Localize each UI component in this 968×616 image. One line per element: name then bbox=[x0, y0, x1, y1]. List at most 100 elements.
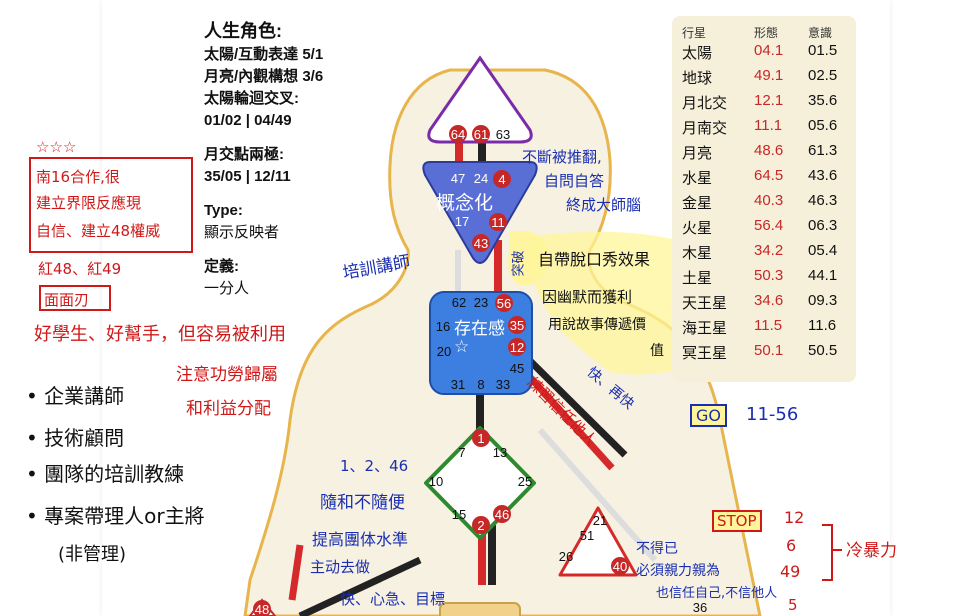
design-gate: 34.6 bbox=[754, 292, 784, 309]
note-stop: STOP bbox=[712, 510, 762, 532]
gate-4: 4 bbox=[498, 172, 505, 187]
note-red48: 紅48、紅49 bbox=[38, 260, 122, 278]
note-release3: 用說故事傳遞價 bbox=[548, 317, 646, 333]
note-must2: 必須親力親為 bbox=[636, 563, 720, 579]
personality-gate: 43.6 bbox=[808, 167, 838, 184]
note-box bbox=[29, 157, 193, 253]
note-g146: 1、2、46 bbox=[340, 457, 409, 475]
design-gate: 50.3 bbox=[754, 267, 784, 284]
planet-name: 月北交 bbox=[682, 95, 728, 112]
planet-name: 木星 bbox=[682, 245, 713, 262]
note-attention1: 注意功勞歸屬 bbox=[176, 365, 278, 385]
cross-value: 01/02 | 04/49 bbox=[204, 112, 292, 129]
note-release2: 因幽默而獲利 bbox=[542, 288, 633, 306]
personality-gate: 01.5 bbox=[808, 42, 838, 59]
gate-24: 24 bbox=[474, 171, 488, 186]
gate-20: 20 bbox=[437, 344, 451, 359]
gate-2: 2 bbox=[477, 518, 484, 533]
planet-name: 海王星 bbox=[682, 320, 728, 337]
note-release1: 自帶脫口秀效果 bbox=[538, 250, 651, 269]
nodes-value: 35/05 | 12/11 bbox=[204, 168, 291, 185]
note-overturn2: 自問自答 bbox=[544, 172, 605, 190]
list-item-4: • 專案帶理人or主將 bbox=[26, 504, 205, 528]
note-cold: 冷暴力 bbox=[846, 541, 897, 561]
note-fast-goal: 快、心急、目標 bbox=[340, 590, 446, 608]
planet-row: 月亮 48.6 61.3 bbox=[682, 142, 852, 166]
note-go: GO bbox=[690, 404, 727, 427]
header-planet: 行星 bbox=[682, 26, 707, 40]
gate-48: 48 bbox=[255, 602, 269, 616]
note-must1: 不得已 bbox=[636, 541, 678, 557]
profile-info: 人生角色: 太陽/互動表達 5/1 月亮/內觀構想 3/6 太陽輪迴交叉: 01… bbox=[204, 20, 323, 300]
highlight-blob-large bbox=[530, 231, 683, 375]
planet-name: 月亮 bbox=[682, 145, 713, 162]
gate-10: 10 bbox=[429, 474, 443, 489]
type-title: Type: bbox=[204, 202, 243, 219]
note-stop-49: 49 bbox=[780, 562, 801, 581]
gate-12: 12 bbox=[510, 340, 524, 355]
design-gate: 48.6 bbox=[754, 142, 784, 159]
personality-gate: 05.6 bbox=[808, 117, 838, 134]
gate-13: 13 bbox=[493, 445, 507, 460]
gate-35: 35 bbox=[510, 318, 524, 333]
planet-name: 月南交 bbox=[682, 120, 728, 137]
note-overturn3: 終成大師腦 bbox=[566, 196, 642, 214]
gate-36: 36 bbox=[693, 600, 707, 615]
cross-title: 太陽輪迴交叉: bbox=[204, 90, 299, 107]
note-proactive: 主动去做 bbox=[310, 558, 371, 576]
gate-47: 47 bbox=[451, 171, 465, 186]
list-item-2: • 技術顧問 bbox=[26, 426, 125, 450]
personality-gate: 05.4 bbox=[808, 242, 838, 259]
definition-value: 一分人 bbox=[204, 280, 250, 297]
header-design: 形態 bbox=[754, 26, 779, 40]
planet-name: 金星 bbox=[682, 195, 713, 212]
design-gate: 12.1 bbox=[754, 92, 784, 109]
gate-31: 31 bbox=[451, 377, 465, 392]
design-gate: 34.2 bbox=[754, 242, 784, 259]
personality-gate: 61.3 bbox=[808, 142, 838, 159]
throat-center bbox=[429, 291, 533, 395]
note-good-student: 好學生、好幫手，但容易被利用 bbox=[34, 324, 286, 345]
note-box-line2: 建立界限反應現 bbox=[36, 194, 142, 212]
note-attention2: 和利益分配 bbox=[186, 399, 271, 419]
gate-11: 11 bbox=[491, 215, 505, 230]
planet-name: 天王星 bbox=[682, 295, 728, 312]
gate-40: 40 bbox=[613, 559, 627, 574]
personality-gate: 35.6 bbox=[808, 92, 838, 109]
note-box-line1: 南16合作,很 bbox=[36, 168, 120, 186]
gate-46: 46 bbox=[495, 507, 509, 522]
note-follow: 隨和不隨便 bbox=[320, 493, 405, 513]
nodes-title: 月交點兩極: bbox=[204, 146, 284, 163]
note-sideways: 突破 bbox=[511, 250, 527, 277]
lower-center bbox=[439, 602, 521, 616]
gate-25: 25 bbox=[518, 474, 532, 489]
note-stars: ☆☆☆ bbox=[36, 138, 77, 156]
note-go-gate: 11-56 bbox=[746, 404, 799, 425]
gate-33: 33 bbox=[496, 377, 510, 392]
moon-line: 月亮/內觀構想 3/6 bbox=[204, 68, 324, 85]
note-stop-12: 12 bbox=[784, 508, 805, 527]
gate-62: 62 bbox=[452, 295, 466, 310]
note-presence: 存在感☆ bbox=[454, 319, 505, 357]
note-overturn1: 不斷被推翻, bbox=[522, 148, 602, 166]
design-gate: 11.1 bbox=[754, 117, 783, 134]
gate-15: 15 bbox=[452, 507, 466, 522]
personality-gate: 44.1 bbox=[808, 267, 838, 284]
gate-17: 17 bbox=[455, 214, 469, 229]
personality-gate: 06.3 bbox=[808, 217, 838, 234]
gate-1: 1 bbox=[477, 431, 484, 446]
note-mianmian: 面面刃 bbox=[44, 291, 90, 309]
note-stop-6: 6 bbox=[786, 536, 797, 555]
list-item-5: (非管理) bbox=[58, 544, 127, 565]
note-five: 5 bbox=[788, 596, 798, 614]
planet-row: 月南交 11.1 05.6 bbox=[682, 117, 852, 141]
gate-63: 63 bbox=[496, 127, 510, 142]
planet-name: 地球 bbox=[682, 70, 713, 87]
